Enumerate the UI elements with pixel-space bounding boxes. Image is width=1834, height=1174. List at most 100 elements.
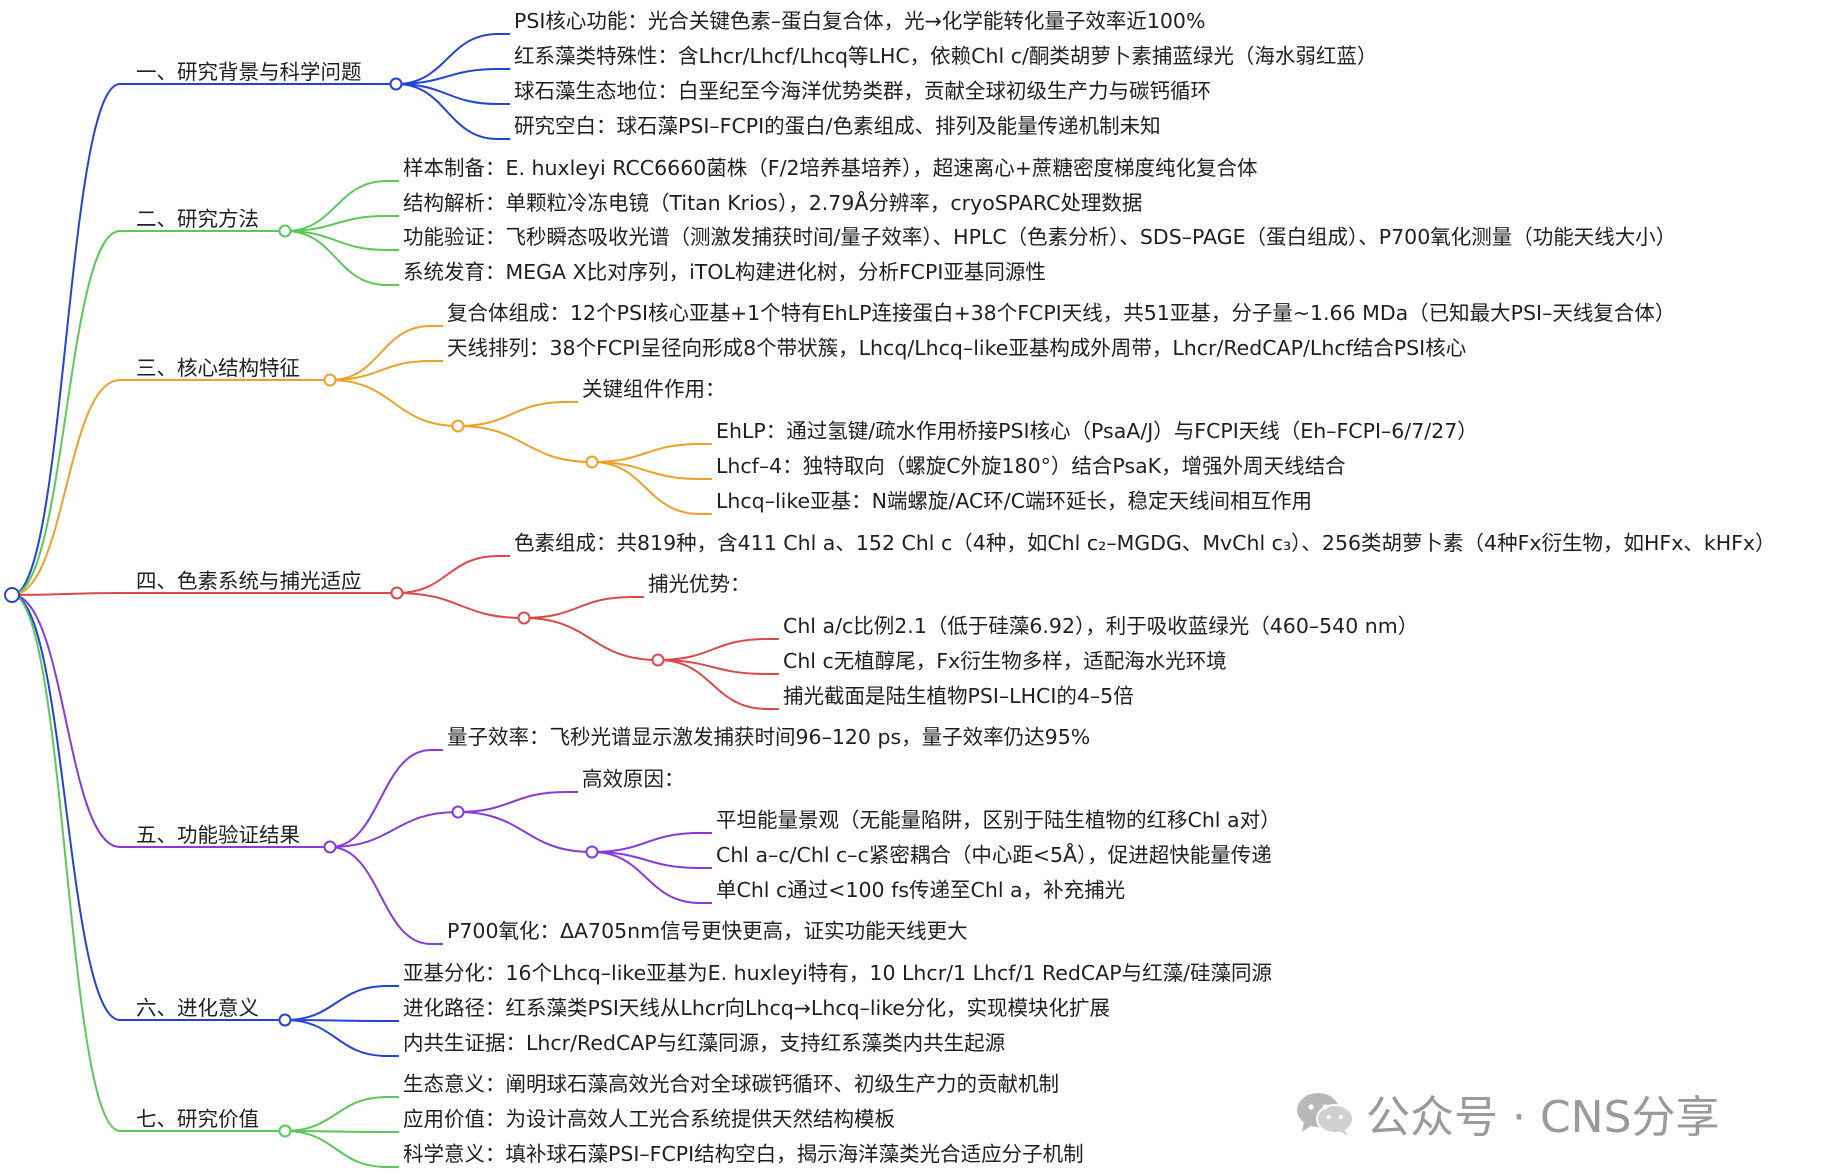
leaf-chl-c-tail[interactable]: Chl c无植醇尾，Fx衍生物多样，适配海水光环境: [783, 649, 1227, 673]
leaf-ecological-significance[interactable]: 生态意义：阐明球石藻高效光合对全球碳钙循环、初级生产力的贡献机制: [403, 1072, 1059, 1096]
leaf-functional-validation[interactable]: 功能验证：飞秒瞬态吸收光谱（测激发捕获时间/量子效率）、HPLC（色素分析）、S…: [403, 225, 1677, 249]
sub-node-reasons-list[interactable]: [585, 845, 599, 859]
sub-node-key-components[interactable]: [451, 419, 465, 433]
sub-title-light-harvesting[interactable]: 捕光优势：: [648, 572, 751, 596]
leaf-flat-energy-landscape[interactable]: 平坦能量景观（无能量陷阱，区别于陆生植物的红移Chl a对）: [716, 808, 1281, 832]
watermark-text: 公众号 · CNS分享: [1366, 1092, 1720, 1143]
leaf-edge: [395, 83, 499, 140]
leaf-pigment-composition[interactable]: 色素组成：共819种，含411 Chl a、152 Chl c（4种，如Chl …: [514, 531, 1776, 555]
leaf-chl-ratio[interactable]: Chl a/c比例2.1（低于硅藻6.92），利于吸收蓝绿光（460–540 n…: [783, 614, 1419, 638]
leaf-edge: [284, 230, 388, 286]
leaf-edge: [591, 461, 701, 515]
leaf-structure-analysis[interactable]: 结构解析：单颗粒冷冻电镜（Titan Krios），2.79Å分辨率，cryoS…: [403, 191, 1143, 215]
leaf-cross-section[interactable]: 捕光截面是陆生植物PSI–LHCI的4–5倍: [783, 684, 1134, 708]
branch-node-value[interactable]: [278, 1124, 292, 1138]
branch-node-pigments[interactable]: [390, 586, 404, 600]
leaf-edge: [591, 832, 701, 853]
leaf-red-lineage-algae[interactable]: 红系藻类特殊性：含Lhcr/Lhcf/Lhcq等LHC，依赖Chl c/酮类胡萝…: [514, 44, 1378, 68]
leaf-edge: [329, 846, 432, 945]
leaf-edge: [395, 83, 499, 105]
leaf-edge: [284, 1096, 388, 1132]
leaf-chl-coupling[interactable]: Chl a–c/Chl c–c紧密耦合（中心距<5Å），促进超快能量传递: [716, 843, 1272, 867]
leaf-edge: [284, 180, 388, 232]
leaf-edge: [395, 33, 499, 85]
edge-layer: [11, 33, 779, 1168]
leaf-edge: [284, 1130, 388, 1168]
branch-node-evolution[interactable]: [278, 1013, 292, 1027]
sub-title-key-components[interactable]: 关键组件作用：: [582, 377, 726, 401]
branch-node-function[interactable]: [323, 840, 337, 854]
branch-edge: [11, 83, 121, 596]
leaf-single-chl-c[interactable]: 单Chl c通过<100 fs传递至Chl a，补充捕光: [716, 878, 1126, 902]
leaf-sample-prep[interactable]: 样本制备：E. huxleyi RCC6660菌株（F/2培养基培养），超速离心…: [403, 156, 1258, 180]
branch-edge: [11, 592, 121, 596]
branch-label-function[interactable]: 五、功能验证结果: [136, 823, 300, 847]
leaf-complex-composition[interactable]: 复合体组成：12个PSI核心亚基+1个特有EhLP连接蛋白+38个FCPI天线，…: [447, 301, 1676, 325]
branch-edge: [11, 594, 121, 848]
branch-edge: [11, 594, 121, 1132]
leaf-edge: [657, 659, 768, 675]
sub-node-efficiency[interactable]: [451, 805, 465, 819]
leaf-evolution-path[interactable]: 进化路径：红系藻类PSI天线从Lhcr向Lhcq→Lhcq–like分化，实现模…: [403, 996, 1110, 1020]
leaf-edge: [329, 325, 432, 381]
leaf-ehlp[interactable]: EhLP：通过氢键/疏水作用桥接PSI核心（PsaA/J）与FCPI天线（Eh–…: [716, 419, 1478, 443]
leaf-edge: [457, 791, 567, 813]
leaf-edge: [396, 555, 499, 594]
branch-label-background[interactable]: 一、研究背景与科学问题: [136, 60, 362, 84]
leaf-lhcq-like[interactable]: Lhcq–like亚基：N端螺旋/AC环/C端环延长，稳定天线间相互作用: [716, 489, 1313, 513]
branch-node-background[interactable]: [389, 77, 403, 91]
leaf-edge: [284, 1019, 388, 1057]
leaf-edge: [284, 1130, 388, 1133]
leaf-edge: [457, 401, 567, 427]
sub-edge: [457, 811, 593, 853]
sub-title-efficiency-reasons[interactable]: 高效原因：: [582, 767, 685, 791]
leaf-research-gap[interactable]: 研究空白：球石藻PSI–FCPI的蛋白/色素组成、排列及能量传递机制未知: [514, 114, 1161, 138]
leaf-p700-oxidation[interactable]: P700氧化：ΔA705nm信号更快更高，证实功能天线更大: [447, 919, 968, 943]
leaf-scientific-significance[interactable]: 科学意义：填补球石藻PSI–FCPI结构空白，揭示海洋藻类光合适应分子机制: [403, 1142, 1084, 1166]
branch-label-structure[interactable]: 三、核心结构特征: [136, 356, 300, 380]
sub-edge: [329, 379, 459, 427]
leaf-edge: [329, 360, 432, 381]
leaf-lhcf4[interactable]: Lhcf–4：独特取向（螺旋C外旋180°）结合PsaK，增强外周天线结合: [716, 454, 1346, 478]
leaf-edge: [591, 851, 701, 904]
leaf-subunit-differentiation[interactable]: 亚基分化：16个Lhcq–like亚基为E. huxleyi特有，10 Lhcr…: [403, 961, 1273, 985]
leaf-psi-core-function[interactable]: PSI核心功能：光合关键色素–蛋白复合体，光→化学能转化量子效率近100%: [514, 9, 1206, 33]
branch-node-structure[interactable]: [323, 373, 337, 387]
sub-edge: [396, 592, 525, 619]
leaf-edge: [284, 215, 388, 232]
sub-edge: [523, 617, 659, 661]
sub-node-advantages-list[interactable]: [651, 653, 665, 667]
sub-edge: [329, 811, 459, 848]
branch-node-methods[interactable]: [278, 224, 292, 238]
leaf-edge: [395, 68, 499, 85]
node-layer: [278, 77, 665, 1138]
root-node[interactable]: [4, 587, 20, 603]
branch-label-evolution[interactable]: 六、进化意义: [136, 996, 259, 1020]
branch-label-methods[interactable]: 二、研究方法: [136, 207, 259, 231]
leaf-application-value[interactable]: 应用价值：为设计高效人工光合系统提供天然结构模板: [403, 1107, 895, 1131]
leaf-edge: [657, 638, 768, 661]
leaf-edge: [657, 659, 768, 710]
sub-edge: [457, 425, 593, 463]
wechat-icon: [1294, 1088, 1356, 1138]
leaf-edge: [591, 443, 701, 463]
branch-edge: [11, 379, 121, 596]
leaf-edge: [523, 596, 633, 619]
branch-label-value[interactable]: 七、研究价值: [136, 1107, 259, 1131]
leaf-edge: [591, 851, 701, 869]
leaf-edge: [329, 749, 432, 848]
branch-edge: [11, 230, 121, 596]
leaf-coccolith-ecology[interactable]: 球石藻生态地位：白垩纪至今海洋优势类群，贡献全球初级生产力与碳钙循环: [514, 79, 1211, 103]
leaf-endosymbiosis[interactable]: 内共生证据：Lhcr/RedCAP与红藻同源，支持红系藻类内共生起源: [403, 1031, 1006, 1055]
sub-node-light-harvesting[interactable]: [517, 611, 531, 625]
sub-node-components-list[interactable]: [585, 455, 599, 469]
leaf-quantum-efficiency[interactable]: 量子效率：飞秒光谱显示激发捕获时间96–120 ps，量子效率仍达95%: [447, 725, 1091, 749]
branch-label-pigments[interactable]: 四、色素系统与捕光适应: [136, 569, 362, 593]
leaf-phylogeny[interactable]: 系统发育：MEGA X比对序列，iTOL构建进化树，分析FCPI亚基同源性: [403, 260, 1046, 284]
leaf-edge: [591, 461, 701, 480]
watermark: 公众号 · CNS分享: [1294, 1081, 1720, 1145]
leaf-antenna-arrangement[interactable]: 天线排列：38个FCPI呈径向形成8个带状簇，Lhcq/Lhcq–like亚基构…: [447, 336, 1467, 360]
leaf-edge: [284, 230, 388, 251]
leaf-edge: [284, 985, 388, 1021]
